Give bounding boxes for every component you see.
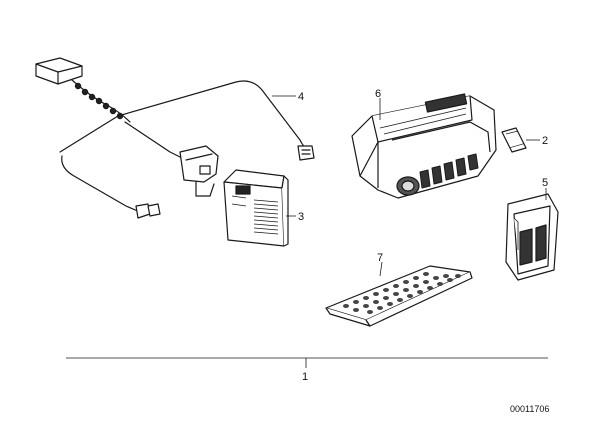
ribbed-face xyxy=(253,199,279,235)
control-module-box xyxy=(35,57,83,85)
leader-7 xyxy=(379,261,383,277)
harness-end-connector xyxy=(297,145,315,161)
part-6-console-housing xyxy=(351,93,497,199)
housing-slots xyxy=(419,153,479,189)
leader-lines xyxy=(66,95,548,368)
part-4-wiring-harness xyxy=(35,57,315,219)
part-3-control-unit xyxy=(223,169,289,247)
callout-3: 3 xyxy=(298,211,304,223)
callout-6: 6 xyxy=(375,88,381,100)
document-number: 00011706 xyxy=(510,404,549,414)
part-5-trim-frame xyxy=(505,193,559,281)
callout-5: 5 xyxy=(542,177,548,189)
keypad-buttons xyxy=(343,272,461,314)
part-2-clip xyxy=(501,127,527,153)
callout-1: 1 xyxy=(302,371,308,383)
callout-labels: 4 6 2 5 3 7 1 00011706 xyxy=(298,88,549,414)
callout-7: 7 xyxy=(377,252,383,264)
rotary-knob xyxy=(396,176,420,196)
callout-4: 4 xyxy=(298,91,304,103)
beaded-cable xyxy=(71,79,131,123)
harness-socket xyxy=(179,145,219,197)
part-7-keypad-membrane xyxy=(325,265,473,327)
harness-plug-pair xyxy=(135,203,161,219)
callout-2: 2 xyxy=(542,135,548,147)
